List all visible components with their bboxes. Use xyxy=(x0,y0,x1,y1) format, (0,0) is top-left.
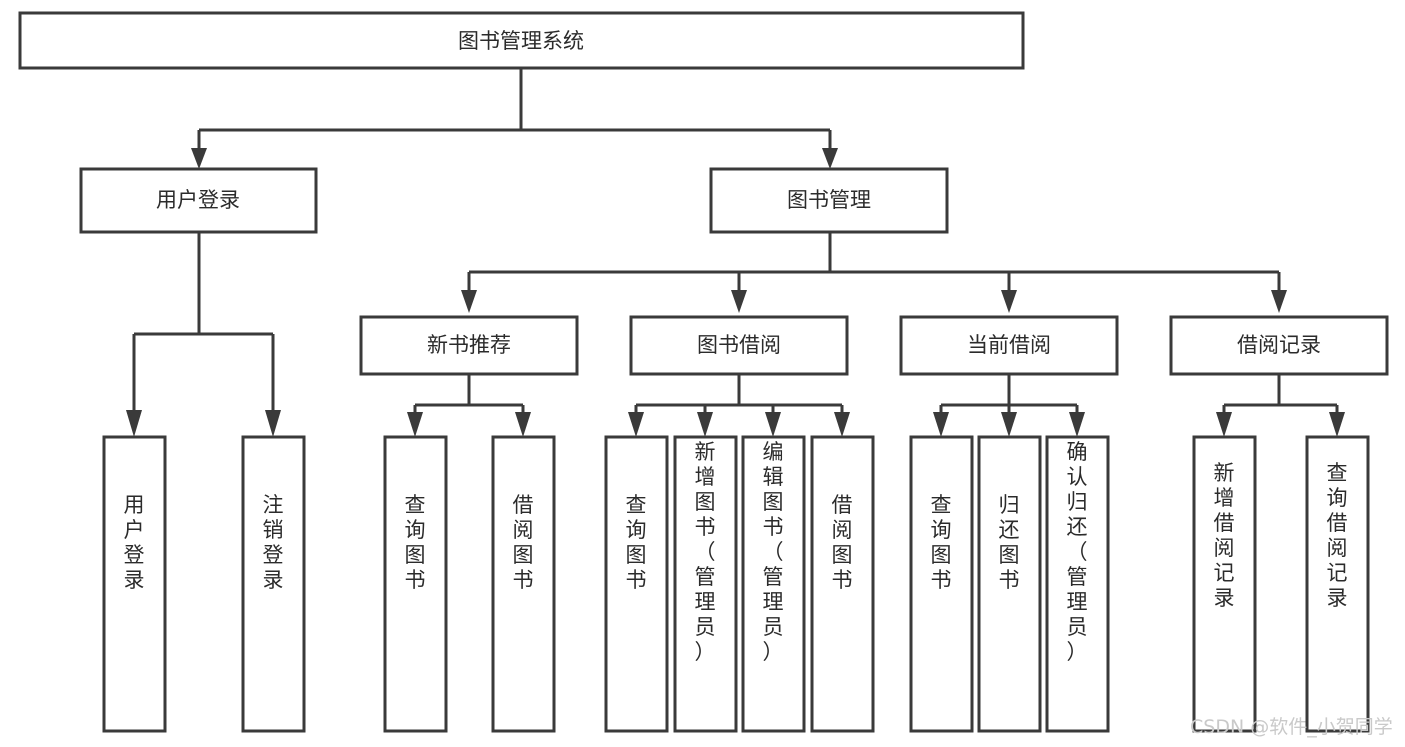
leaf-borrowrecord-query-record-box[interactable] xyxy=(1305,435,1370,733)
leaf-borrowrecord-add-record-box[interactable] xyxy=(1192,435,1257,733)
leaf-currentborrow-query-book-label: 查询图书 xyxy=(931,493,952,592)
leaf-bookborrow-add-book-box[interactable] xyxy=(673,435,738,733)
node-book-borrow-label: 图书借阅 xyxy=(697,333,781,357)
arrow-bb-leaf-4 xyxy=(834,412,850,437)
leaf-newbook-borrow-book-label: 借阅图书 xyxy=(513,493,534,592)
leaf-newbook-borrow-book-box[interactable] xyxy=(491,435,556,733)
node-root[interactable]: 图书管理系统 xyxy=(18,11,1025,70)
arrow-root-to-book-mgmt xyxy=(822,148,838,169)
node-book-management-label: 图书管理 xyxy=(787,188,871,212)
leaf-borrowrecord-add-record[interactable]: 新增借阅记录 xyxy=(1192,435,1257,733)
csdn-watermark: CSDN @软件_小贺同学 xyxy=(1190,716,1393,738)
node-user-login-box[interactable] xyxy=(79,167,318,234)
leaf-newbook-query-book[interactable]: 查询图书 xyxy=(383,435,448,733)
node-book-borrow-box[interactable] xyxy=(629,315,849,376)
leaf-bookborrow-edit-book-box[interactable] xyxy=(741,435,806,733)
connector-group-new-book-to-leaves xyxy=(407,374,531,437)
leaf-bookborrow-query-book-box[interactable] xyxy=(604,435,669,733)
node-user-login-label: 用户登录 xyxy=(156,188,240,212)
leaf-borrowrecord-query-record-label: 查询借阅记录 xyxy=(1327,461,1348,610)
node-borrow-record-label: 借阅记录 xyxy=(1237,333,1321,357)
node-borrow-record[interactable]: 借阅记录 xyxy=(1169,315,1389,376)
leaf-currentborrow-return-book-box[interactable] xyxy=(977,435,1042,733)
arrow-bm-to-new-book xyxy=(461,290,477,313)
leaf-user-login-login[interactable]: 用户登录 xyxy=(102,435,167,733)
leaf-borrowrecord-query-record[interactable]: 查询借阅记录 xyxy=(1305,435,1370,733)
arrow-br-leaf-1 xyxy=(1216,412,1232,437)
leaf-bookborrow-borrow-book[interactable]: 借阅图书 xyxy=(810,435,875,733)
connector-group-book-mgmt-to-level3 xyxy=(461,232,1287,313)
leaf-currentborrow-query-book[interactable]: 查询图书 xyxy=(909,435,974,733)
connector-group-root-to-level2 xyxy=(191,68,838,169)
node-current-borrow-box[interactable] xyxy=(899,315,1119,376)
leaf-user-login-login-label: 用户登录 xyxy=(124,493,145,592)
leaf-newbook-query-book-label: 查询图书 xyxy=(405,493,426,592)
leaf-currentborrow-confirm-return-label: 确认归还（管理员） xyxy=(1067,440,1088,664)
node-new-book-recommend-label: 新书推荐 xyxy=(427,333,511,357)
node-current-borrow-label: 当前借阅 xyxy=(967,333,1051,357)
node-book-management[interactable]: 图书管理 xyxy=(709,167,949,234)
leaf-currentborrow-query-book-box[interactable] xyxy=(909,435,974,733)
arrow-cb-leaf-3 xyxy=(1069,412,1085,437)
leaf-bookborrow-query-book[interactable]: 查询图书 xyxy=(604,435,669,733)
leaf-user-login-logout-box[interactable] xyxy=(241,435,306,733)
arrow-bm-to-current-borrow xyxy=(1001,290,1017,313)
arrow-root-to-user-login xyxy=(191,148,207,169)
leaf-currentborrow-confirm-return[interactable]: 确认归还（管理员） xyxy=(1045,435,1110,733)
arrow-cb-leaf-2 xyxy=(1001,412,1017,437)
arrow-bb-leaf-2 xyxy=(697,412,713,437)
node-root-label: 图书管理系统 xyxy=(458,29,584,53)
leaf-user-login-logout[interactable]: 注销登录 xyxy=(241,435,306,733)
arrow-bm-to-borrow-record xyxy=(1271,290,1287,313)
connector-group-current-borrow-to-leaves xyxy=(933,374,1085,437)
arrow-user-login-leaf-2 xyxy=(265,410,281,437)
arrow-bb-leaf-1 xyxy=(628,412,644,437)
leaf-newbook-query-book-box[interactable] xyxy=(383,435,448,733)
leaf-borrowrecord-add-record-label: 新增借阅记录 xyxy=(1214,461,1235,610)
arrow-cb-leaf-1 xyxy=(933,412,949,437)
node-current-borrow[interactable]: 当前借阅 xyxy=(899,315,1119,376)
leaf-user-login-logout-label: 注销登录 xyxy=(263,493,284,592)
leaf-newbook-borrow-book[interactable]: 借阅图书 xyxy=(491,435,556,733)
arrow-newbook-leaf-1 xyxy=(407,412,423,437)
leaf-currentborrow-confirm-return-box[interactable] xyxy=(1045,435,1110,733)
leaf-bookborrow-query-book-label: 查询图书 xyxy=(626,493,647,592)
node-new-book-recommend[interactable]: 新书推荐 xyxy=(359,315,579,376)
node-new-book-recommend-box[interactable] xyxy=(359,315,579,376)
arrow-bm-to-book-borrow xyxy=(731,290,747,313)
node-user-login[interactable]: 用户登录 xyxy=(79,167,318,234)
connector-group-book-borrow-to-leaves xyxy=(628,374,850,437)
leaf-bookborrow-add-book-label: 新增图书（管理员） xyxy=(695,440,716,664)
arrow-user-login-leaf-1 xyxy=(126,410,142,437)
leaf-currentborrow-return-book[interactable]: 归还图书 xyxy=(977,435,1042,733)
node-book-borrow[interactable]: 图书借阅 xyxy=(629,315,849,376)
node-root-box[interactable] xyxy=(18,11,1025,70)
leaf-bookborrow-edit-book[interactable]: 编辑图书（管理员） xyxy=(741,435,806,733)
connector-group-user-login-to-leaves xyxy=(126,232,281,437)
leaf-user-login-login-box[interactable] xyxy=(102,435,167,733)
node-borrow-record-box[interactable] xyxy=(1169,315,1389,376)
leaf-bookborrow-edit-book-label: 编辑图书（管理员） xyxy=(763,440,784,664)
leaf-bookborrow-borrow-book-label: 借阅图书 xyxy=(832,493,853,592)
leaf-currentborrow-return-book-label: 归还图书 xyxy=(999,493,1020,592)
arrow-br-leaf-2 xyxy=(1329,412,1345,437)
arrow-newbook-leaf-2 xyxy=(515,412,531,437)
leaf-bookborrow-borrow-book-box[interactable] xyxy=(810,435,875,733)
node-book-management-box[interactable] xyxy=(709,167,949,234)
arrow-bb-leaf-3 xyxy=(765,412,781,437)
leaf-bookborrow-add-book[interactable]: 新增图书（管理员） xyxy=(673,435,738,733)
connector-group-borrow-record-to-leaves xyxy=(1216,374,1345,437)
